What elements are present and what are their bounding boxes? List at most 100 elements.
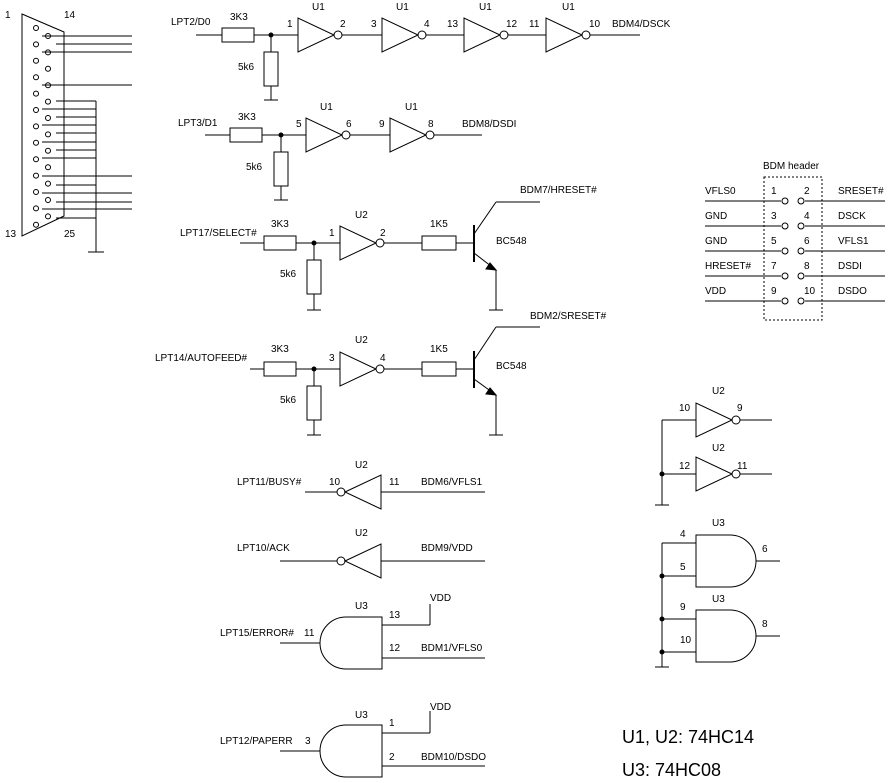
db25-pin	[45, 131, 51, 138]
header-pin-odd	[781, 247, 789, 255]
pin9-label: 9	[680, 602, 686, 613]
header-odd-pin: 5	[771, 236, 777, 247]
db25-pin	[45, 164, 51, 171]
resistor-5k6-label: 5k6	[238, 62, 255, 73]
pin11-label: 11	[389, 477, 400, 488]
lpt17-label: LPT17/SELECT#	[180, 228, 257, 239]
header-right-signal: VFLS1	[838, 236, 869, 247]
db25-pin1-label: 1	[5, 10, 11, 21]
resistor-5k6	[263, 51, 279, 87]
resistor-3k3-label: 3K3	[271, 344, 289, 355]
resistor-3k3	[229, 127, 263, 143]
resistor-1k5-label: 1K5	[430, 219, 448, 230]
pin2-label: 2	[340, 19, 346, 30]
bdm2-label: BDM2/SRESET#	[530, 311, 607, 322]
bdm8-label: BDM8/DSDI	[462, 119, 516, 130]
vdd-label: VDD	[430, 593, 451, 604]
bdm-header-title: BDM header	[763, 161, 820, 172]
chain-lpt10: LPT10/ACK U2 BDM9/VDD	[237, 528, 485, 579]
bdm-header-outline	[763, 176, 823, 321]
chain-lpt15: LPT15/ERROR# 11 U3 VDD 13 12 BDM1/VFLS0	[220, 593, 485, 670]
header-even-pin: 2	[804, 186, 810, 197]
db25-pin	[33, 25, 39, 31]
chain-lpt11: LPT11/BUSY# 10 11 U2 BDM6/VFLS1	[237, 460, 485, 510]
lpt10-label: LPT10/ACK	[237, 543, 290, 554]
db25-pin	[45, 147, 51, 154]
u3c-label: U3	[712, 518, 725, 529]
header-right-signal: SRESET#	[838, 186, 884, 197]
bdm1-label: BDM1/VFLS0	[421, 643, 483, 654]
u2c-label: U2	[355, 460, 368, 471]
pin4-label: 4	[380, 353, 386, 364]
inverter-u1d	[545, 17, 584, 53]
db25-pin	[33, 189, 39, 195]
db25-pins	[33, 25, 51, 228]
header-pin-odd	[781, 197, 789, 205]
bdm9-label: BDM9/VDD	[421, 543, 473, 554]
header-left-signal: VFLS0	[705, 186, 736, 197]
pin3-label: 3	[371, 19, 377, 30]
pin11-label: 11	[304, 628, 315, 639]
u2e-label: U2	[712, 386, 725, 397]
chain-lpt3: LPT3/D1 3K3 5k6 5 6 U1 9 8 U1 BDM8/DSDI	[178, 102, 516, 201]
header-odd-pin: 9	[771, 286, 777, 297]
and-gate-u3a	[319, 616, 383, 670]
db25-pin	[33, 139, 39, 146]
db25-body	[21, 13, 65, 237]
pin11-label: 11	[737, 461, 748, 472]
resistor-5k6	[306, 259, 322, 295]
db25-pin	[33, 221, 39, 228]
inverter-u2f	[695, 456, 734, 492]
pin9-label: 9	[737, 403, 743, 414]
and-gate-u3c	[695, 534, 757, 588]
db25-pin	[33, 205, 39, 212]
lpt12-label: LPT12/PAPERR	[220, 736, 293, 747]
u1f-label: U1	[405, 102, 418, 113]
resistor-1k5	[421, 235, 457, 251]
pin13-label: 13	[389, 610, 401, 621]
u2f-label: U2	[712, 443, 725, 454]
header-even-pin: 8	[804, 261, 810, 272]
pin12-label: 12	[679, 461, 691, 472]
inverter-u1a	[297, 17, 336, 53]
resistor-5k6	[273, 151, 289, 187]
header-pin-even	[797, 247, 805, 255]
pin11-label: 11	[529, 19, 540, 30]
db25-pin	[33, 172, 39, 179]
pin1-label: 1	[329, 228, 335, 239]
resistor-3k3	[263, 361, 297, 377]
resistor-1k5	[421, 361, 457, 377]
resistor-3k3	[221, 27, 255, 43]
header-left-signal: GND	[705, 211, 727, 222]
pin6-label: 6	[762, 544, 768, 555]
pin5-label: 5	[680, 562, 686, 573]
lpt2-label: LPT2/D0	[171, 17, 211, 28]
u3b-label: U3	[355, 710, 368, 721]
header-odd-pin: 7	[771, 261, 777, 272]
inverter-u1f	[389, 117, 428, 153]
header-odd-pin: 3	[771, 211, 777, 222]
header-pin-odd	[781, 272, 789, 280]
resistor-5k6-label: 5k6	[280, 269, 297, 280]
chain-lpt2: LPT2/D0 3K3 5k6 1 2 U1 3 4 U1 13 12 U1 1…	[171, 2, 671, 101]
and-gate-u3d	[695, 609, 757, 663]
header-right-signal: DSCK	[838, 211, 866, 222]
inverter-u1c	[463, 17, 502, 53]
u2a-label: U2	[355, 210, 368, 221]
u1b-label: U1	[396, 2, 409, 13]
db25-pin	[45, 213, 51, 220]
legend-line2: U3: 74HC08	[622, 760, 721, 780]
pin4-label: 4	[424, 19, 430, 30]
lpt11-label: LPT11/BUSY#	[237, 477, 302, 488]
db25-pin	[33, 107, 39, 113]
pin10-label: 10	[589, 19, 601, 30]
u1c-label: U1	[479, 2, 492, 13]
db25-pin25-label: 25	[64, 229, 76, 240]
bdm6-label: BDM6/VFLS1	[421, 477, 483, 488]
